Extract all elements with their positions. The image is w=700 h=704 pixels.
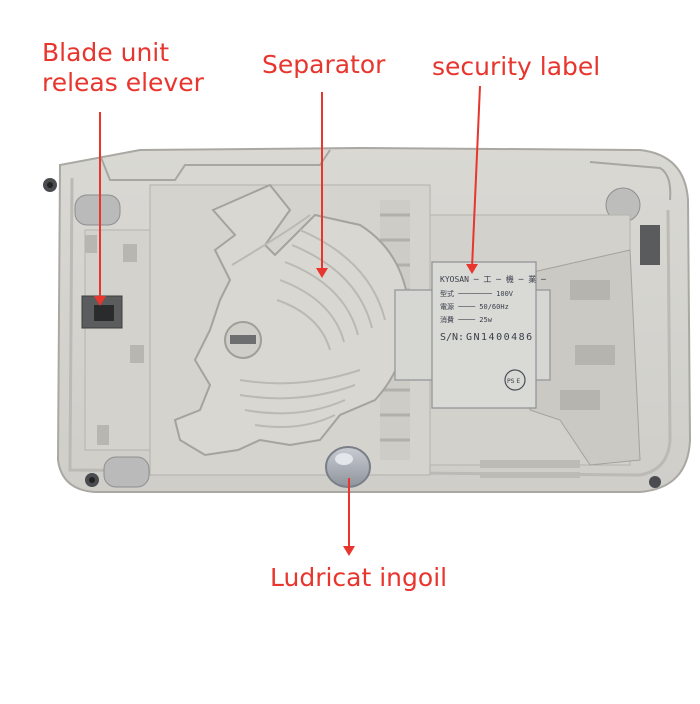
blade-callout-line1: Blade unit bbox=[42, 38, 170, 67]
screw-icons bbox=[43, 178, 661, 488]
svg-text:型式 ──────── 100V: 型式 ──────── 100V bbox=[440, 289, 514, 298]
lubricating-oil-callout: Ludricat ingoil bbox=[270, 563, 448, 592]
blade-callout-line2: releas elever bbox=[42, 68, 204, 97]
separator-plate bbox=[173, 183, 410, 457]
pse-mark-icon bbox=[504, 369, 526, 391]
svg-text:消費 ──── 25w: 消費 ──── 25w bbox=[440, 315, 493, 324]
svg-text:KYOSAN ─ 工 ─ 機 ─ 業 ─: KYOSAN ─ 工 ─ 機 ─ 業 ─ bbox=[440, 274, 546, 284]
security-label: KYOSAN ─ 工 ─ 機 ─ 業 ─ 型式 ──────── 100V 電源… bbox=[394, 261, 551, 409]
blade-release-area bbox=[81, 229, 190, 464]
annotation-arrows bbox=[94, 85, 481, 556]
pse-mark: PS E bbox=[507, 378, 520, 385]
serial-number: GN1400486 bbox=[466, 332, 534, 343]
oil-window bbox=[325, 446, 371, 488]
serial-prefix: S/N: bbox=[440, 332, 464, 343]
blade-release-lever-callout: Blade unit releas elever bbox=[42, 38, 204, 98]
security-label-callout: security label bbox=[432, 52, 601, 81]
separator-callout: Separator bbox=[262, 50, 386, 79]
svg-text:電源 ──── 50/60Hz: 電源 ──── 50/60Hz bbox=[440, 302, 509, 311]
